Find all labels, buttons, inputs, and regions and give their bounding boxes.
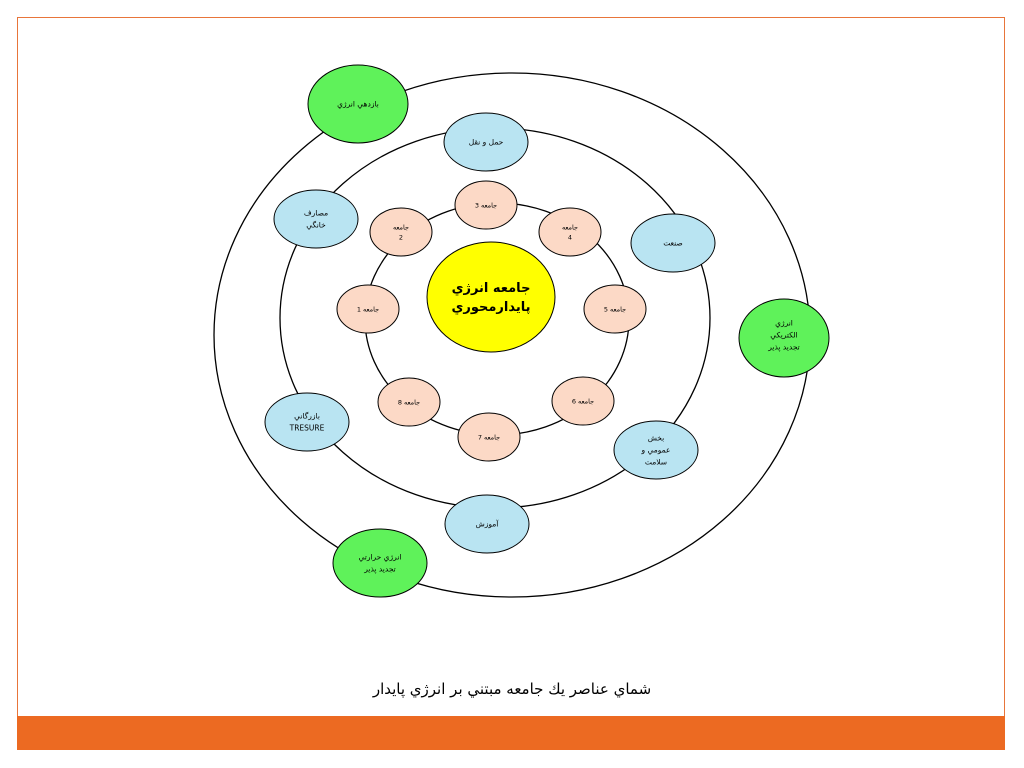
sector-node-4: آموزش — [444, 494, 530, 554]
energy-node-1-label: بازدهي انرژي — [337, 100, 379, 109]
community-node-4-shape — [538, 207, 602, 257]
energy-node-3-label: انرژي حرارتي — [358, 553, 401, 562]
sector-node-5-label: بازرگاني — [294, 412, 320, 421]
energy-node-2-label: انرژي — [775, 319, 793, 328]
community-node-1-label: جامعه 1 — [357, 305, 379, 313]
energy-node-3: انرژي حرارتي تجديد پذير — [332, 528, 428, 598]
sector-node-1: حمل و نقل — [443, 112, 529, 172]
community-node-7-label: جامعه 7 — [478, 433, 500, 441]
energy-node-3-shape — [332, 528, 428, 598]
community-node-5-shape — [583, 284, 647, 334]
sector-node-5-shape — [264, 392, 350, 452]
energy-node-1: بازدهي انرژي — [307, 64, 409, 144]
sector-node-6: مصارف خانگي — [273, 189, 359, 249]
sector-node-5: بازرگاني TRESURE — [264, 392, 350, 452]
sector-node-6-shape — [273, 189, 359, 249]
community-node-2-label: 2 — [399, 233, 403, 241]
community-node-4-label: جامعه — [562, 223, 578, 231]
center-node-label: پايدارمحوري — [451, 300, 530, 315]
energy-node-2-label: الكتريكي — [770, 331, 797, 340]
sector-node-2-label: صنعت — [663, 239, 683, 248]
community-node-1-shape — [336, 284, 400, 334]
footer-bar — [17, 716, 1005, 750]
sector-node-4-label: آموزش — [476, 519, 500, 529]
sector-node-2: صنعت — [630, 213, 716, 273]
community-node-3-shape — [454, 180, 518, 230]
community-node-4-label: 4 — [568, 233, 572, 241]
community-node-2-label: جامعه — [393, 223, 409, 231]
sector-node-2-shape — [630, 213, 716, 273]
community-node-8: جامعه 8 — [377, 377, 441, 427]
community-node-6-label: جامعه 6 — [572, 397, 594, 405]
community-node-6-shape — [551, 376, 615, 426]
community-node-7: جامعه 7 — [457, 412, 521, 462]
sector-node-3-label: بخش — [648, 434, 665, 443]
sector-node-6-label: خانگي — [306, 221, 326, 230]
center-node-label: جامعه انرژي — [452, 281, 531, 296]
energy-node-3-label: تجديد پذير — [363, 565, 396, 574]
community-node-5-label: جامعه 5 — [604, 305, 626, 313]
diagram-caption: شماي عناصر يك جامعه مبتني بر انرژي پايدا… — [372, 680, 652, 698]
sector-node-3-shape — [613, 420, 699, 480]
community-node-8-shape — [377, 377, 441, 427]
sector-node-3-label: سلامت — [645, 458, 667, 467]
center-node-shape — [426, 241, 556, 353]
sector-node-6-label: مصارف — [304, 209, 328, 218]
energy-node-2-label: تجديد پذير — [767, 343, 800, 352]
community-node-3: جامعه 3 — [454, 180, 518, 230]
community-node-5: جامعه 5 — [583, 284, 647, 334]
community-node-6: جامعه 6 — [551, 376, 615, 426]
community-node-4: جامعه 4 — [538, 207, 602, 257]
community-node-3-label: جامعه 3 — [475, 201, 497, 209]
sector-node-3: بخش عمومي و سلامت — [613, 420, 699, 480]
community-node-2: جامعه 2 — [369, 207, 433, 257]
community-node-2-shape — [369, 207, 433, 257]
community-node-1: جامعه 1 — [336, 284, 400, 334]
community-node-8-label: جامعه 8 — [398, 398, 420, 406]
energy-node-2: انرژي الكتريكي تجديد پذير — [738, 298, 830, 378]
sector-node-5-label: TRESURE — [289, 424, 325, 433]
center-node: جامعه انرژي پايدارمحوري — [426, 241, 556, 353]
community-node-7-shape — [457, 412, 521, 462]
sector-node-3-label: عمومي و — [641, 446, 671, 455]
sector-node-1-shape — [443, 112, 529, 172]
sector-node-1-label: حمل و نقل — [469, 138, 504, 147]
sector-node-4-shape — [444, 494, 530, 554]
energy-node-1-shape — [307, 64, 409, 144]
energy-node-2-shape — [738, 298, 830, 378]
